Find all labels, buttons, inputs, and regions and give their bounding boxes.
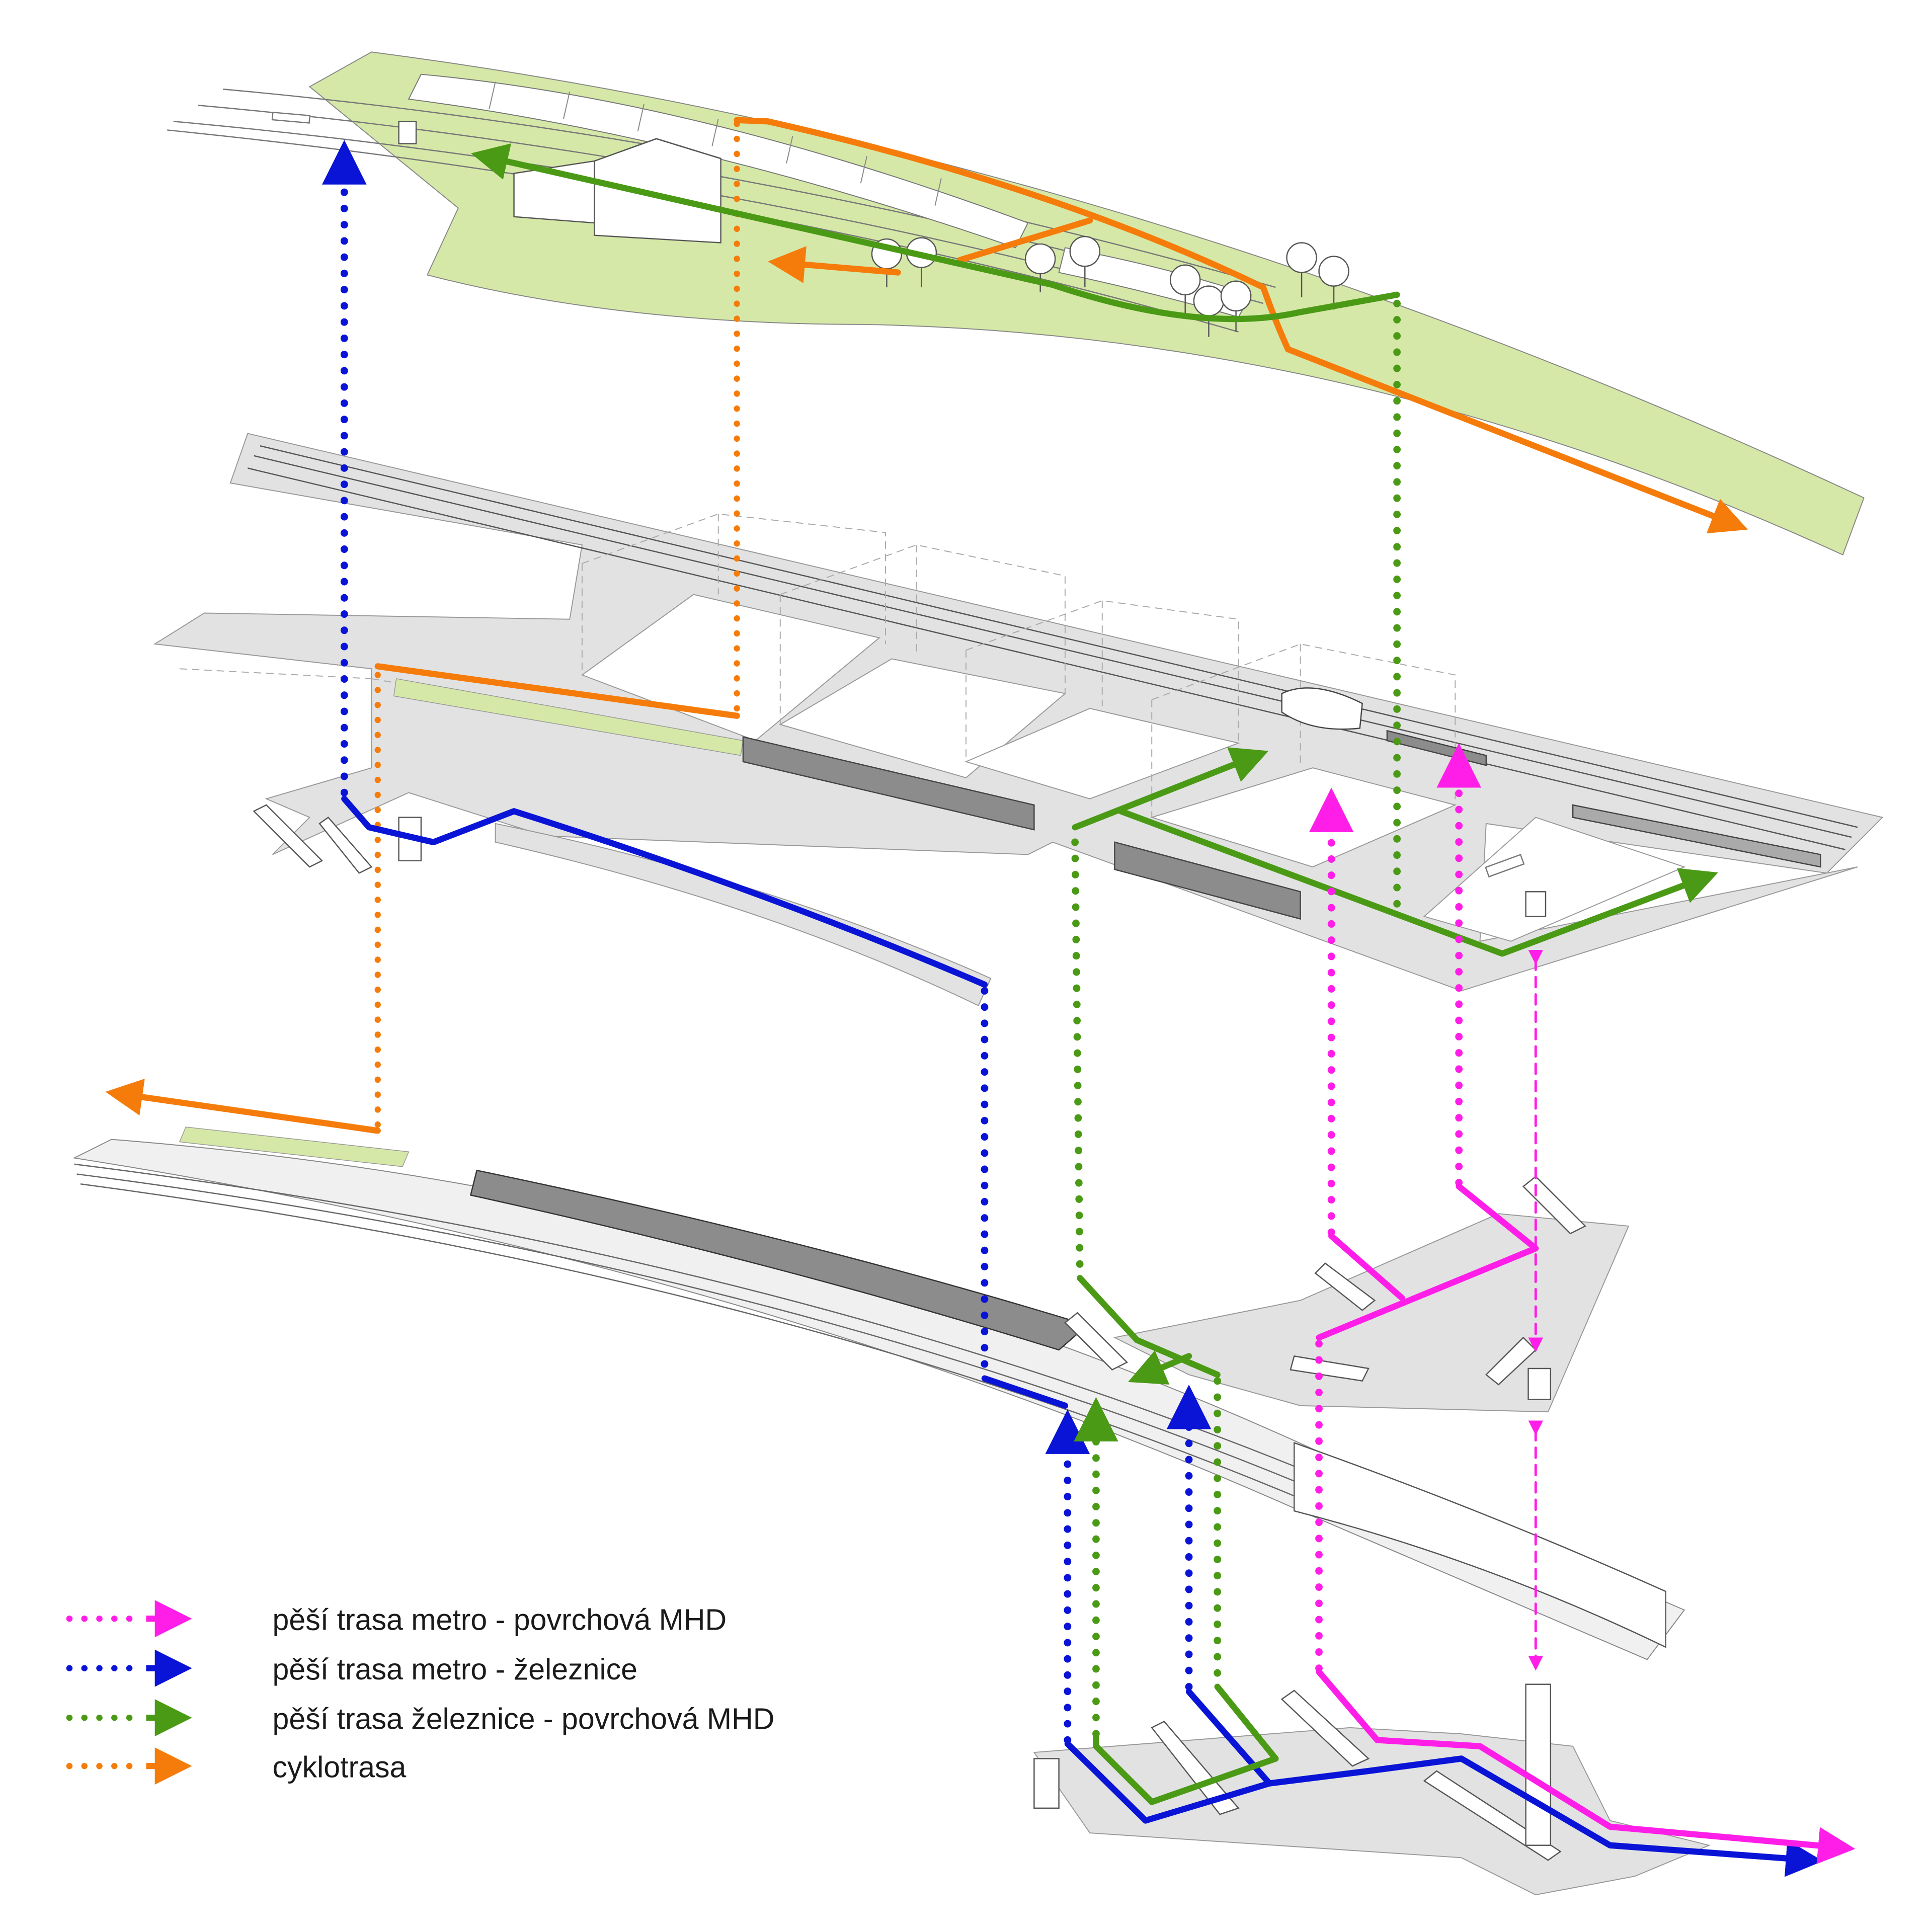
blue-rail-link	[981, 1375, 1069, 1409]
tram-vehicle	[1281, 687, 1363, 730]
metro-mhd-routes	[1309, 743, 1856, 1864]
bus-stop-marker	[271, 111, 311, 124]
legend-item-metro-mhd: pěší trasa metro - povrchová MHD	[66, 1600, 727, 1638]
bike-route-mid	[374, 663, 740, 719]
metro-rail-routes	[322, 140, 1823, 1877]
legend-item-metro-rail: pěší trasa metro - železnice	[66, 1649, 637, 1687]
green-vertical-mid	[1071, 838, 1084, 1279]
parking-stalls	[489, 82, 942, 206]
bike-branch	[956, 217, 1093, 264]
bike-route-low	[105, 1078, 381, 1134]
green-strip	[393, 678, 744, 756]
underpass-ramp	[495, 823, 992, 1007]
legend-label: pěší trasa metro - železnice	[273, 1653, 637, 1686]
rail-tracks	[74, 1163, 1313, 1499]
dark-blocks	[742, 730, 1821, 920]
green-platform-route-2	[1117, 808, 1719, 957]
green-rail-arrow	[1128, 1350, 1192, 1385]
legend-item-bike: cyklotrasa	[66, 1747, 407, 1785]
shelter-pad	[1485, 854, 1525, 878]
shelter-marker	[1525, 891, 1547, 917]
legend-item-rail-mhd: pěší trasa železnice - povrchová MHD	[66, 1699, 775, 1737]
legend-label: cyklotrasa	[273, 1750, 407, 1784]
kiosk	[398, 121, 417, 144]
green-top-route	[470, 143, 1400, 323]
green-platform-route	[1072, 747, 1269, 831]
tram-tracks	[248, 445, 1858, 850]
rail-mhd-routes	[470, 143, 1719, 1805]
legend: pěší trasa metro - povrchová MHD pěší tr…	[66, 1600, 775, 1785]
rail-green-strip	[179, 1126, 410, 1167]
middle-level	[153, 433, 1884, 1007]
rail-level	[72, 1126, 1685, 1660]
blue-underpass	[341, 795, 988, 988]
magenta-metro-route	[1316, 1668, 1856, 1864]
bike-arrow-west-top	[768, 246, 901, 283]
metro-level	[1033, 1683, 1711, 1896]
legend-label: pěší trasa metro - povrchová MHD	[273, 1603, 727, 1636]
green-metro-route	[1093, 1683, 1279, 1805]
routes	[105, 117, 1856, 1877]
legend-label: pěší trasa železnice - povrchová MHD	[273, 1702, 775, 1735]
rail-canopy	[469, 1169, 1089, 1351]
blue-metro-route	[1064, 1740, 1823, 1877]
metro-escalators	[1033, 1683, 1562, 1861]
metro-tube	[1294, 1441, 1666, 1648]
green-rail-link	[1077, 1275, 1221, 1378]
